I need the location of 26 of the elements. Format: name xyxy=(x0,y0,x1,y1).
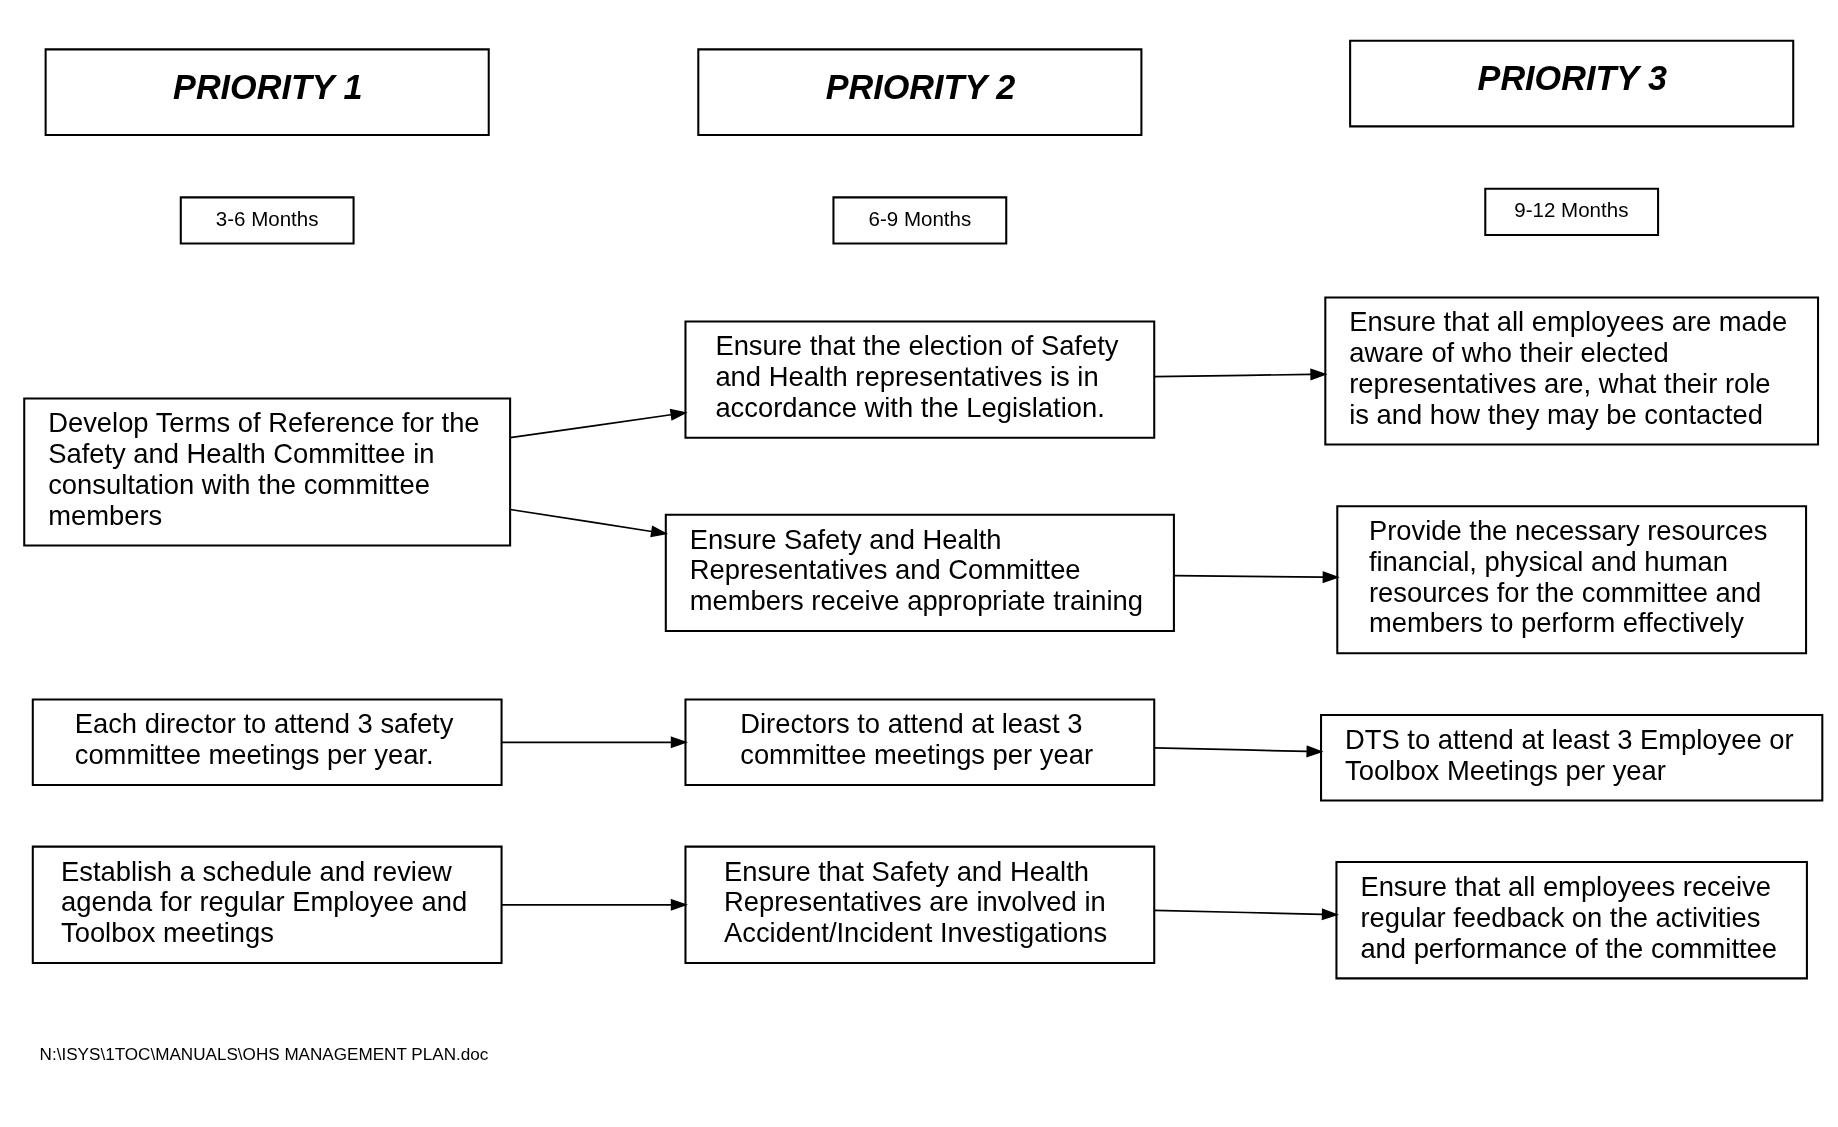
node-box: DTS to attend at least 3 Employee or Toolbox Meetings per year xyxy=(1320,713,1824,802)
arrow xyxy=(509,508,669,538)
node-box: 6-9 Months xyxy=(832,196,1008,245)
node-box: Ensure that all employees are made aware of who their elected representatives are, what their role is and how they may be contacted xyxy=(1324,296,1820,446)
node-box: Ensure Safety and Health Representatives and Committee members receive appropriate training xyxy=(664,513,1175,633)
node-box: 3-6 Months xyxy=(179,196,355,245)
node-box: Develop Terms of Reference for the Safety and Health Committee in consultation with the committee members xyxy=(23,397,512,547)
arrow xyxy=(1173,571,1340,584)
node-box: 9-12 Months xyxy=(1484,187,1660,237)
node-box: Each director to attend 3 safety committee meetings per year. xyxy=(31,698,503,787)
arrow xyxy=(1153,745,1324,758)
arrow xyxy=(501,898,688,911)
node-box: Establish a schedule and review agenda for regular Employee and Toolbox meetings xyxy=(31,845,503,964)
node-box: Ensure that Safety and Health Representatives are involved in Accident/Incident Investigations xyxy=(684,845,1156,964)
node-box: PRIORITY 2 xyxy=(697,48,1143,136)
arrow xyxy=(509,408,688,439)
arrow xyxy=(1153,908,1339,921)
arrow xyxy=(501,736,688,749)
node-box: PRIORITY 1 xyxy=(44,48,490,136)
node-box: Provide the necessary resources financial, physical and human resources for the committee and members to perform effectively xyxy=(1336,505,1808,655)
node-box: Ensure that all employees receive regular feedback on the activities and performance of the committee xyxy=(1335,861,1808,980)
arrow xyxy=(1153,368,1328,381)
node-box: PRIORITY 3 xyxy=(1349,39,1795,128)
label: N:\ISYS\1TOC\MANUALS\OHS MANAGEMENT PLAN.doc xyxy=(39,1044,489,1064)
node-box: Directors to attend at least 3 committee meetings per year xyxy=(684,698,1156,787)
node-box: Ensure that the election of Safety and Health representatives is in accordance with the Legislation. xyxy=(684,320,1156,439)
